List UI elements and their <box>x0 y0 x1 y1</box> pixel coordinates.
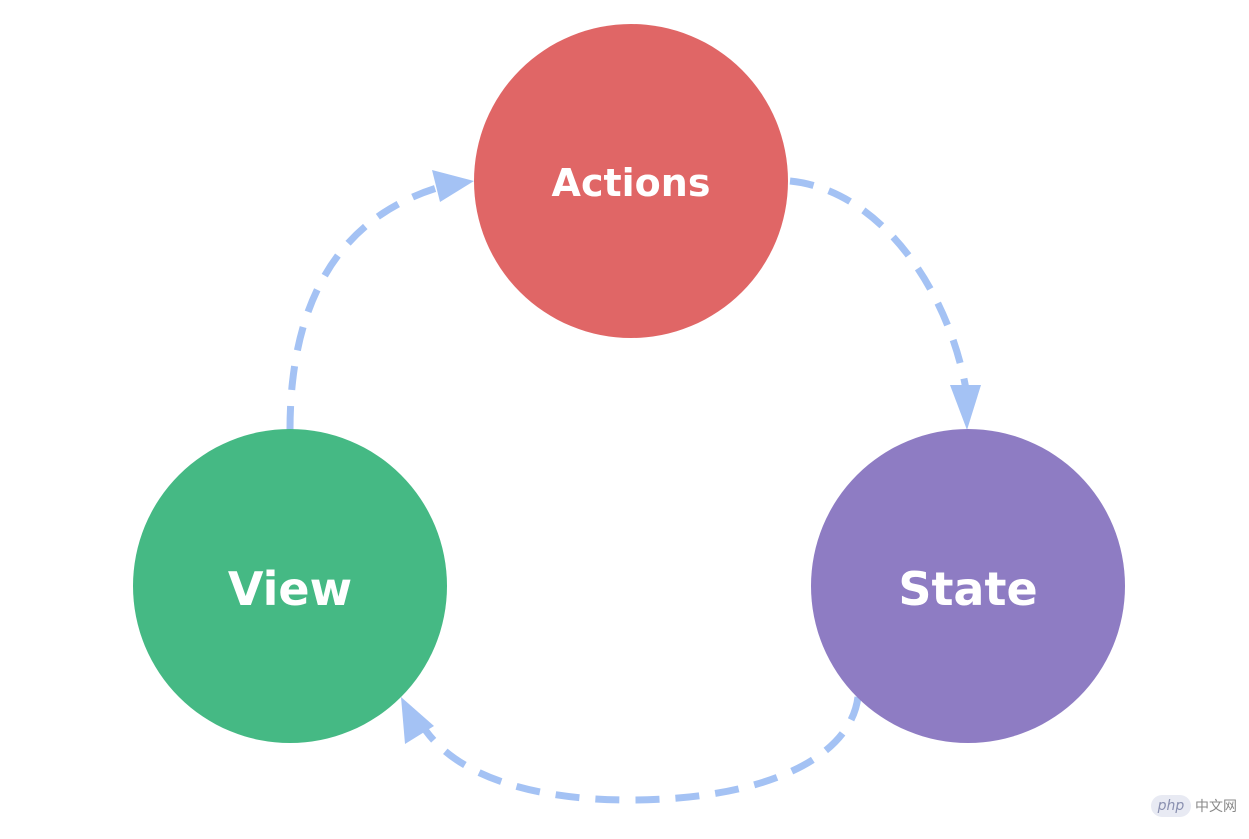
edge-view-to-actions <box>286 179 456 431</box>
actions-label: Actions <box>552 161 711 205</box>
view-circle <box>133 429 447 743</box>
arrowhead-to-view <box>401 697 434 744</box>
node-actions: Actions <box>474 24 788 338</box>
state-circle <box>811 429 1125 743</box>
node-state: State <box>811 429 1125 743</box>
state-label: State <box>898 562 1037 616</box>
arrowhead-to-state <box>950 385 981 430</box>
watermark-text: 中文网 <box>1195 799 1237 815</box>
arrowhead-to-actions <box>432 170 474 202</box>
watermark: php 中文网 <box>1151 792 1237 820</box>
view-label: View <box>228 562 352 616</box>
watermark-badge: php <box>1151 795 1191 817</box>
edge-state-to-view <box>414 696 862 804</box>
node-view: View <box>133 429 447 743</box>
actions-circle <box>474 24 788 338</box>
edge-actions-to-state <box>789 177 971 396</box>
